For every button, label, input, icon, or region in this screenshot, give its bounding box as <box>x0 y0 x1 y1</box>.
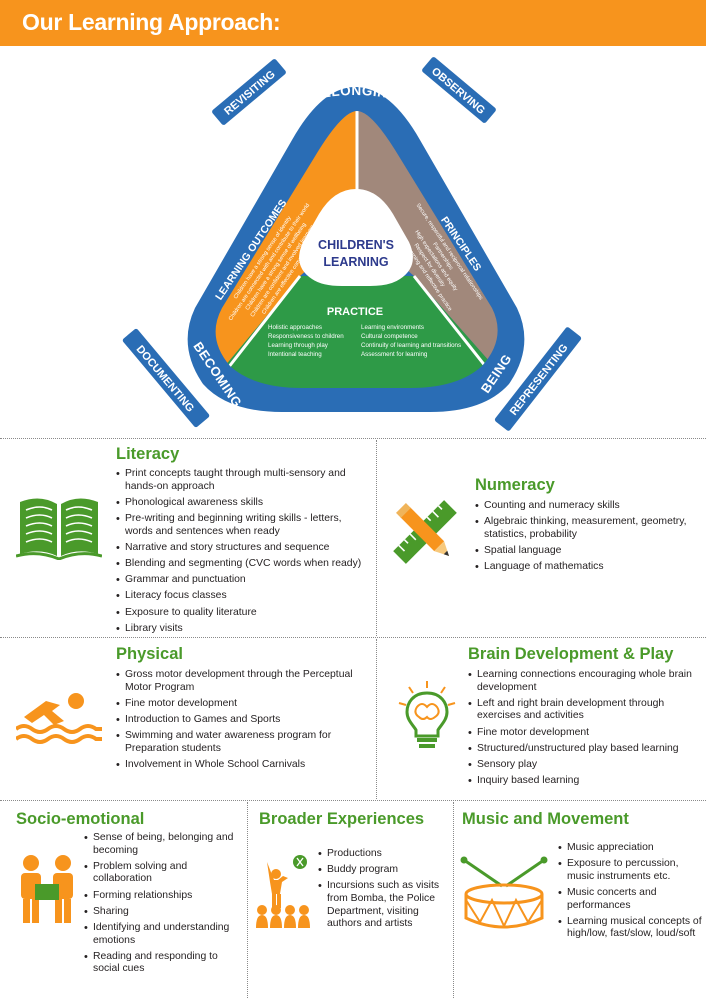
documenting-label: DOCUMENTING <box>134 343 197 414</box>
socio-section: Socio-emotional Sense of being, belongin… <box>0 802 247 1000</box>
literacy-item: Print concepts taught through multi-sens… <box>116 468 372 493</box>
lightbulb-icon <box>398 681 456 748</box>
music-item: Music concerts and performances <box>558 887 702 912</box>
literacy-item: Phonological awareness skills <box>116 497 372 510</box>
drum-icon <box>460 856 548 929</box>
svg-text:BELONGING: BELONGING <box>310 83 400 103</box>
brain-section: Brain Development & Play Learning connec… <box>377 639 706 799</box>
open-book-icon <box>16 498 102 560</box>
observing-tag: OBSERVING <box>421 56 497 124</box>
socio-item: Forming relationships <box>84 890 244 903</box>
revisiting-label: REVISITING <box>222 69 277 118</box>
literacy-item: Narrative and story structures and seque… <box>116 542 372 555</box>
literacy-item: Literacy focus classes <box>116 590 372 603</box>
music-title: Music and Movement <box>462 810 629 828</box>
literacy-item: Library visits <box>116 623 372 636</box>
principles-segment <box>357 111 498 388</box>
socio-item: Identifying and understanding emotions <box>84 922 244 947</box>
brain-item: Learning connections encouraging whole b… <box>468 669 702 694</box>
physical-item: Swimming and water awareness program for… <box>116 730 372 755</box>
music-item: Music appreciation <box>558 842 702 855</box>
socio-item: Problem solving and collaboration <box>84 861 244 886</box>
physical-title: Physical <box>116 645 183 663</box>
physical-section: Physical Gross motor development through… <box>0 639 376 799</box>
literacy-item: Pre-writing and beginning writing skills… <box>116 513 372 538</box>
brain-title: Brain Development & Play <box>468 645 674 663</box>
numeracy-item: Spatial language <box>475 545 701 558</box>
center-blob <box>299 189 413 286</box>
divider <box>247 802 248 998</box>
practice-segment <box>215 276 498 388</box>
literacy-item: Grammar and punctuation <box>116 574 372 587</box>
physical-item: Fine motor development <box>116 698 372 711</box>
physical-item: Involvement in Whole School Carnivals <box>116 759 372 772</box>
learning-framework-diagram: CHILDREN'S LEARNING BELONGING BECOMING B… <box>121 56 583 432</box>
socio-item: Reading and responding to social cues <box>84 951 244 976</box>
music-item: Learning musical concepts of high/low, f… <box>558 916 702 941</box>
divider <box>0 438 706 439</box>
practice-item: Learning through play <box>268 342 329 349</box>
revisiting-tag: REVISITING <box>211 58 287 126</box>
brain-item: Inquiry based learning <box>468 775 702 788</box>
numeracy-title: Numeracy <box>475 476 555 494</box>
practice-item: Learning environments <box>361 324 424 331</box>
divider <box>376 440 377 636</box>
socio-title: Socio-emotional <box>16 810 145 828</box>
literacy-item: Blending and segmenting (CVC words when … <box>116 558 372 571</box>
numeracy-item: Language of mathematics <box>475 561 701 574</box>
broader-item: Buddy program <box>318 864 450 877</box>
practice-item: Cultural competence <box>361 333 418 340</box>
literacy-section: Literacy Print concepts taught through m… <box>0 440 376 636</box>
practice-item: Holistic approaches <box>268 324 322 331</box>
header-banner: Our Learning Approach: <box>0 0 706 46</box>
broader-item: Incursions such as visits from Bomba, th… <box>318 880 450 930</box>
children-icon <box>21 855 73 923</box>
music-section: Music and Movement Music appreciation Ex… <box>454 802 706 1000</box>
belonging-label: BELONGING <box>310 83 400 103</box>
center-line-1: CHILDREN'S <box>318 238 394 252</box>
socio-item: Sense of being, belonging and becoming <box>84 832 244 857</box>
practice-item: Intentional teaching <box>268 351 322 358</box>
practice-item: Continuity of learning and transitions <box>361 342 461 349</box>
literacy-title: Literacy <box>116 445 180 463</box>
divider <box>0 637 706 638</box>
ruler-pencil-icon <box>393 500 457 564</box>
audience-icon <box>256 855 310 928</box>
practice-item: Responsiveness to children <box>268 333 344 340</box>
swimmer-icon <box>16 693 102 744</box>
observing-label: OBSERVING <box>429 65 487 116</box>
practice-title: PRACTICE <box>327 306 383 318</box>
learning-outcomes-segment <box>215 111 357 388</box>
brain-item: Structured/unstructured play based learn… <box>468 743 702 756</box>
practice-item: Assessment for learning <box>361 351 428 358</box>
broader-item: Productions <box>318 848 450 861</box>
literacy-item: Exposure to quality literature <box>116 607 372 620</box>
music-item: Exposure to percussion, music instrument… <box>558 858 702 883</box>
brain-item: Fine motor development <box>468 727 702 740</box>
socio-item: Sharing <box>84 906 244 919</box>
physical-item: Gross motor development through the Perc… <box>116 669 372 694</box>
numeracy-item: Counting and numeracy skills <box>475 500 701 513</box>
brain-item: Sensory play <box>468 759 702 772</box>
numeracy-item: Algebraic thinking, measurement, geometr… <box>475 516 701 541</box>
numeracy-section: Numeracy Counting and numeracy skills Al… <box>377 440 706 636</box>
divider <box>453 802 454 998</box>
broader-title: Broader Experiences <box>259 810 425 828</box>
broader-section: Broader Experiences Productions Buddy pr… <box>248 802 453 1000</box>
center-line-2: LEARNING <box>323 255 388 269</box>
page-title: Our Learning Approach: <box>22 9 281 35</box>
brain-item: Left and right brain development through… <box>468 698 702 723</box>
divider <box>0 800 706 801</box>
divider <box>376 639 377 799</box>
physical-item: Introduction to Games and Sports <box>116 714 372 727</box>
